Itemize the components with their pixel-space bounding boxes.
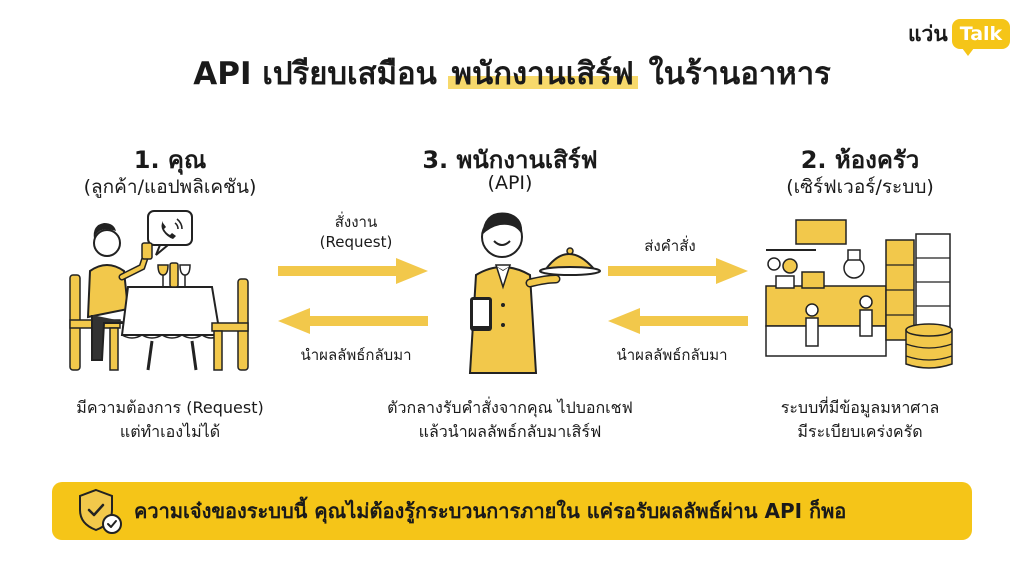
waiter-desc-line2: แล้วนำผลลัพธ์กลับมาเสิร์ฟ — [418, 422, 602, 441]
footer-text: ความเจ๋งของระบบนี้ คุณไม่ต้องรู้กระบวนกา… — [134, 499, 847, 523]
customer-illustration — [69, 210, 249, 371]
title-prefix: API เปรียบเสมือน — [193, 56, 448, 92]
you-heading: 1. คุณ — [133, 146, 207, 174]
kitchen-desc-line2: มีระเบียบเคร่งครัด — [797, 422, 923, 441]
kitchen-subheading: (เซิร์ฟเวอร์/ระบบ) — [786, 176, 934, 198]
brand-text: แว่น — [908, 21, 948, 46]
kitchen-heading: 2. ห้องครัว — [800, 146, 920, 174]
arrow-response-left — [278, 308, 428, 334]
waiter-description: ตัวกลางรับคำสั่งจากคุณ ไปบอกเชฟ แล้วนำผล… — [350, 396, 670, 444]
waiter-heading: 3. พนักงานเสิร์ฟ — [422, 146, 598, 174]
kitchen-description: ระบบที่มีข้อมูลมหาศาล มีระเบียบเคร่งครัด — [720, 396, 1000, 444]
arrow-request-right — [278, 258, 428, 284]
you-desc-line1: มีความต้องการ (Request) — [76, 398, 264, 417]
arrow-label-request-line2: (Request) — [319, 233, 393, 251]
waiter-subheading: (API) — [487, 172, 533, 194]
arrow-label-request-line1: สั่งงาน — [334, 213, 378, 231]
arrow-label-result-right: นำผลลัพธ์กลับมา — [616, 346, 728, 364]
you-subheading: (ลูกค้า/แอปพลิเคชัน) — [83, 176, 257, 198]
shield-check-icon — [79, 488, 122, 534]
waiter-desc-line1: ตัวกลางรับคำสั่งจากคุณ ไปบอกเชฟ — [387, 398, 633, 417]
arrow-label-result-left: นำผลลัพธ์กลับมา — [300, 346, 412, 364]
brand-logo: แว่น Talk — [908, 16, 1011, 56]
you-description: มีความต้องการ (Request) แต่ทำเองไม่ได้ — [30, 396, 310, 444]
kitchen-illustration — [765, 219, 953, 369]
arrow-result-left — [608, 308, 748, 334]
you-desc-line2: แต่ทำเองไม่ได้ — [119, 422, 221, 441]
arrow-label-request: สั่งงาน (Request) — [286, 212, 426, 252]
page-title: API เปรียบเสมือน พนักงานเสิร์ฟ ในร้านอาห… — [0, 48, 1024, 98]
arrow-send-right — [608, 258, 748, 284]
footer-banner: ความเจ๋งของระบบนี้ คุณไม่ต้องรู้กระบวนกา… — [52, 482, 972, 540]
waiter-illustration — [468, 212, 601, 374]
phone-bubble-icon — [147, 210, 193, 256]
title-suffix: ในร้านอาหาร — [637, 56, 831, 92]
arrow-label-send: ส่งคำสั่ง — [644, 237, 696, 255]
kitchen-desc-line1: ระบบที่มีข้อมูลมหาศาล — [780, 398, 940, 417]
brand-badge: Talk — [951, 19, 1011, 56]
title-highlight: พนักงานเสิร์ฟ — [447, 56, 638, 92]
